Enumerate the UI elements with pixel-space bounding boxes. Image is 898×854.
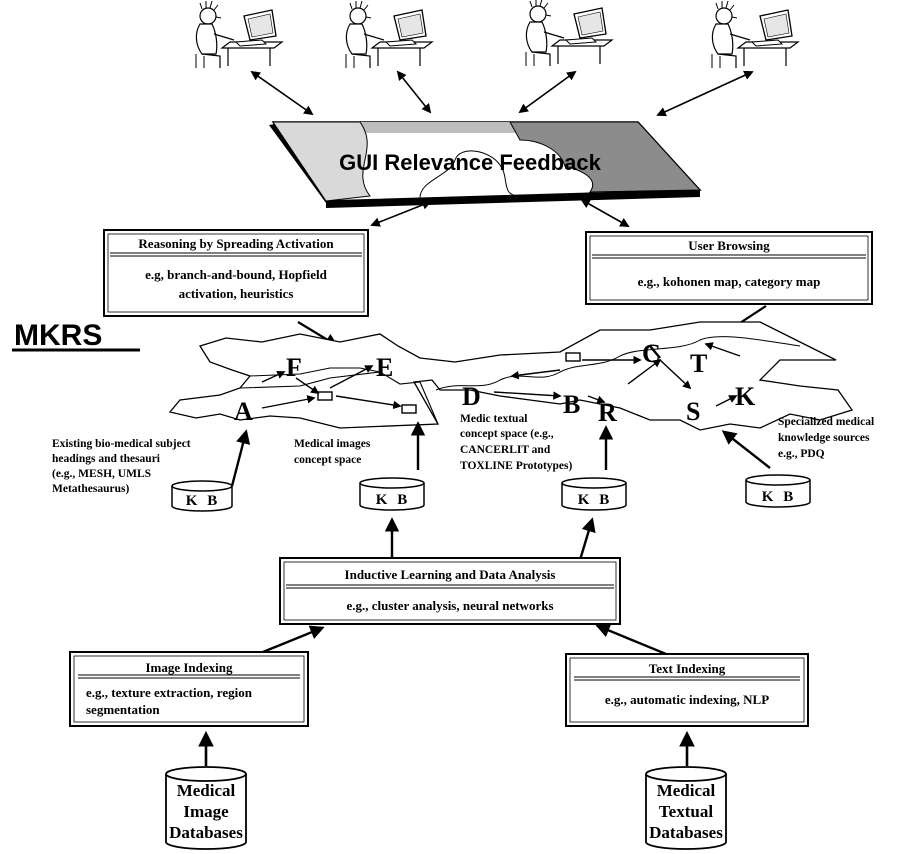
- svg-text:Existing bio-medical subject: Existing bio-medical subject: [52, 438, 191, 450]
- svg-text:e.g., PDQ: e.g., PDQ: [778, 448, 825, 460]
- gui-relevance-feedback-puzzle: GUI Relevance Feedback: [269, 121, 702, 208]
- browsing-line1: e.g., kohonen map, category map: [638, 274, 821, 289]
- svg-text:Databases: Databases: [169, 823, 243, 842]
- svg-text:MKRS: MKRS: [14, 319, 102, 352]
- gui-box-arrows: [370, 199, 630, 227]
- node-d: D: [462, 382, 481, 411]
- user-workstation-2-icon: [345, 0, 433, 69]
- medical-textual-database: Medical Textual Databases: [645, 766, 727, 850]
- gui-label: GUI Relevance Feedback: [339, 150, 601, 175]
- svg-text:Image: Image: [183, 802, 229, 821]
- svg-text:Metathesaurus): Metathesaurus): [52, 483, 129, 495]
- text-indexing-box: Text Indexing e.g., automatic indexing, …: [565, 653, 809, 727]
- svg-text:Medical: Medical: [657, 781, 716, 800]
- user-workstation-3-icon: [525, 0, 613, 67]
- reasoning-box: Reasoning by Spreading Activation e.g, b…: [103, 229, 369, 317]
- user-gui-arrows: [250, 70, 754, 117]
- inductive-box: Inductive Learning and Data Analysis e.g…: [279, 557, 621, 625]
- svg-text:Medical images: Medical images: [294, 438, 371, 450]
- text-indexing-line1: e.g., automatic indexing, NLP: [605, 692, 769, 707]
- kb-cylinder-3: K B: [561, 477, 627, 511]
- svg-text:Databases: Databases: [649, 823, 723, 842]
- user-workstation-4-icon: [711, 0, 799, 69]
- node-b: B: [563, 390, 580, 419]
- database-indexing-arrows: [198, 730, 695, 766]
- text-indexing-title: Text Indexing: [649, 661, 726, 676]
- svg-text:concept space: concept space: [294, 454, 361, 466]
- node-k: K: [735, 382, 756, 411]
- svg-text:CANCERLIT and: CANCERLIT and: [460, 444, 551, 456]
- image-indexing-title: Image Indexing: [145, 660, 233, 675]
- indexing-inductive-arrows: [257, 623, 667, 656]
- svg-text:Medical: Medical: [177, 781, 236, 800]
- svg-text:K B: K B: [186, 493, 220, 509]
- node-r: R: [598, 398, 617, 427]
- svg-text:Medic textual: Medic textual: [460, 413, 527, 425]
- svg-text:headings and thesauri: headings and thesauri: [52, 453, 161, 465]
- image-indexing-line2: segmentation: [86, 702, 160, 717]
- image-indexing-line1: e.g., texture extraction, region: [86, 685, 253, 700]
- reasoning-line2: activation, heuristics: [179, 286, 294, 301]
- image-indexing-box: Image Indexing e.g., texture extraction,…: [69, 651, 309, 727]
- browsing-title: User Browsing: [688, 238, 770, 253]
- browsing-box: User Browsing e.g., kohonen map, categor…: [585, 231, 873, 305]
- node-t: T: [690, 349, 707, 378]
- mkrs-label: MKRS: [12, 319, 140, 352]
- svg-text:K B: K B: [376, 492, 410, 508]
- user-workstation-1-icon: [195, 0, 283, 69]
- medical-image-database: Medical Image Databases: [165, 766, 247, 850]
- inductive-kb-arrows: [384, 517, 596, 561]
- node-f: F: [286, 353, 302, 382]
- svg-text:TOXLINE Prototypes): TOXLINE Prototypes): [460, 460, 573, 472]
- reasoning-title: Reasoning by Spreading Activation: [138, 236, 334, 251]
- kb-cylinder-4: K B: [745, 474, 811, 508]
- reasoning-line1: e.g, branch-and-bound, Hopfield: [145, 267, 327, 282]
- note-images: Medical images concept space: [294, 438, 371, 466]
- note-existing: Existing bio-medical subject headings an…: [52, 438, 191, 495]
- concept-link-arrows: [261, 342, 741, 410]
- note-specialized: Specialized medical knowledge sources e.…: [778, 416, 874, 460]
- node-c: C: [642, 339, 661, 368]
- concept-nodes: F E A D B R C T S K: [234, 339, 756, 427]
- svg-text:K B: K B: [762, 489, 796, 505]
- kb-cylinder-2: K B: [359, 477, 425, 511]
- svg-text:Textual: Textual: [659, 802, 713, 821]
- note-medic: Medic textual concept space (e.g., CANCE…: [460, 413, 573, 472]
- kb-concept-arrows: [230, 421, 771, 487]
- svg-text:(e.g., MESH, UMLS: (e.g., MESH, UMLS: [52, 468, 151, 480]
- inductive-line1: e.g., cluster analysis, neural networks: [346, 598, 553, 613]
- svg-text:knowledge sources: knowledge sources: [778, 432, 870, 444]
- node-s: S: [686, 397, 700, 426]
- svg-text:K B: K B: [578, 492, 612, 508]
- node-e: E: [376, 353, 393, 382]
- node-a: A: [234, 397, 253, 426]
- kb-cylinder-1: K B: [171, 480, 233, 512]
- svg-text:concept space (e.g.,: concept space (e.g.,: [460, 428, 554, 440]
- inductive-title: Inductive Learning and Data Analysis: [345, 567, 556, 582]
- svg-text:Specialized medical: Specialized medical: [778, 416, 874, 428]
